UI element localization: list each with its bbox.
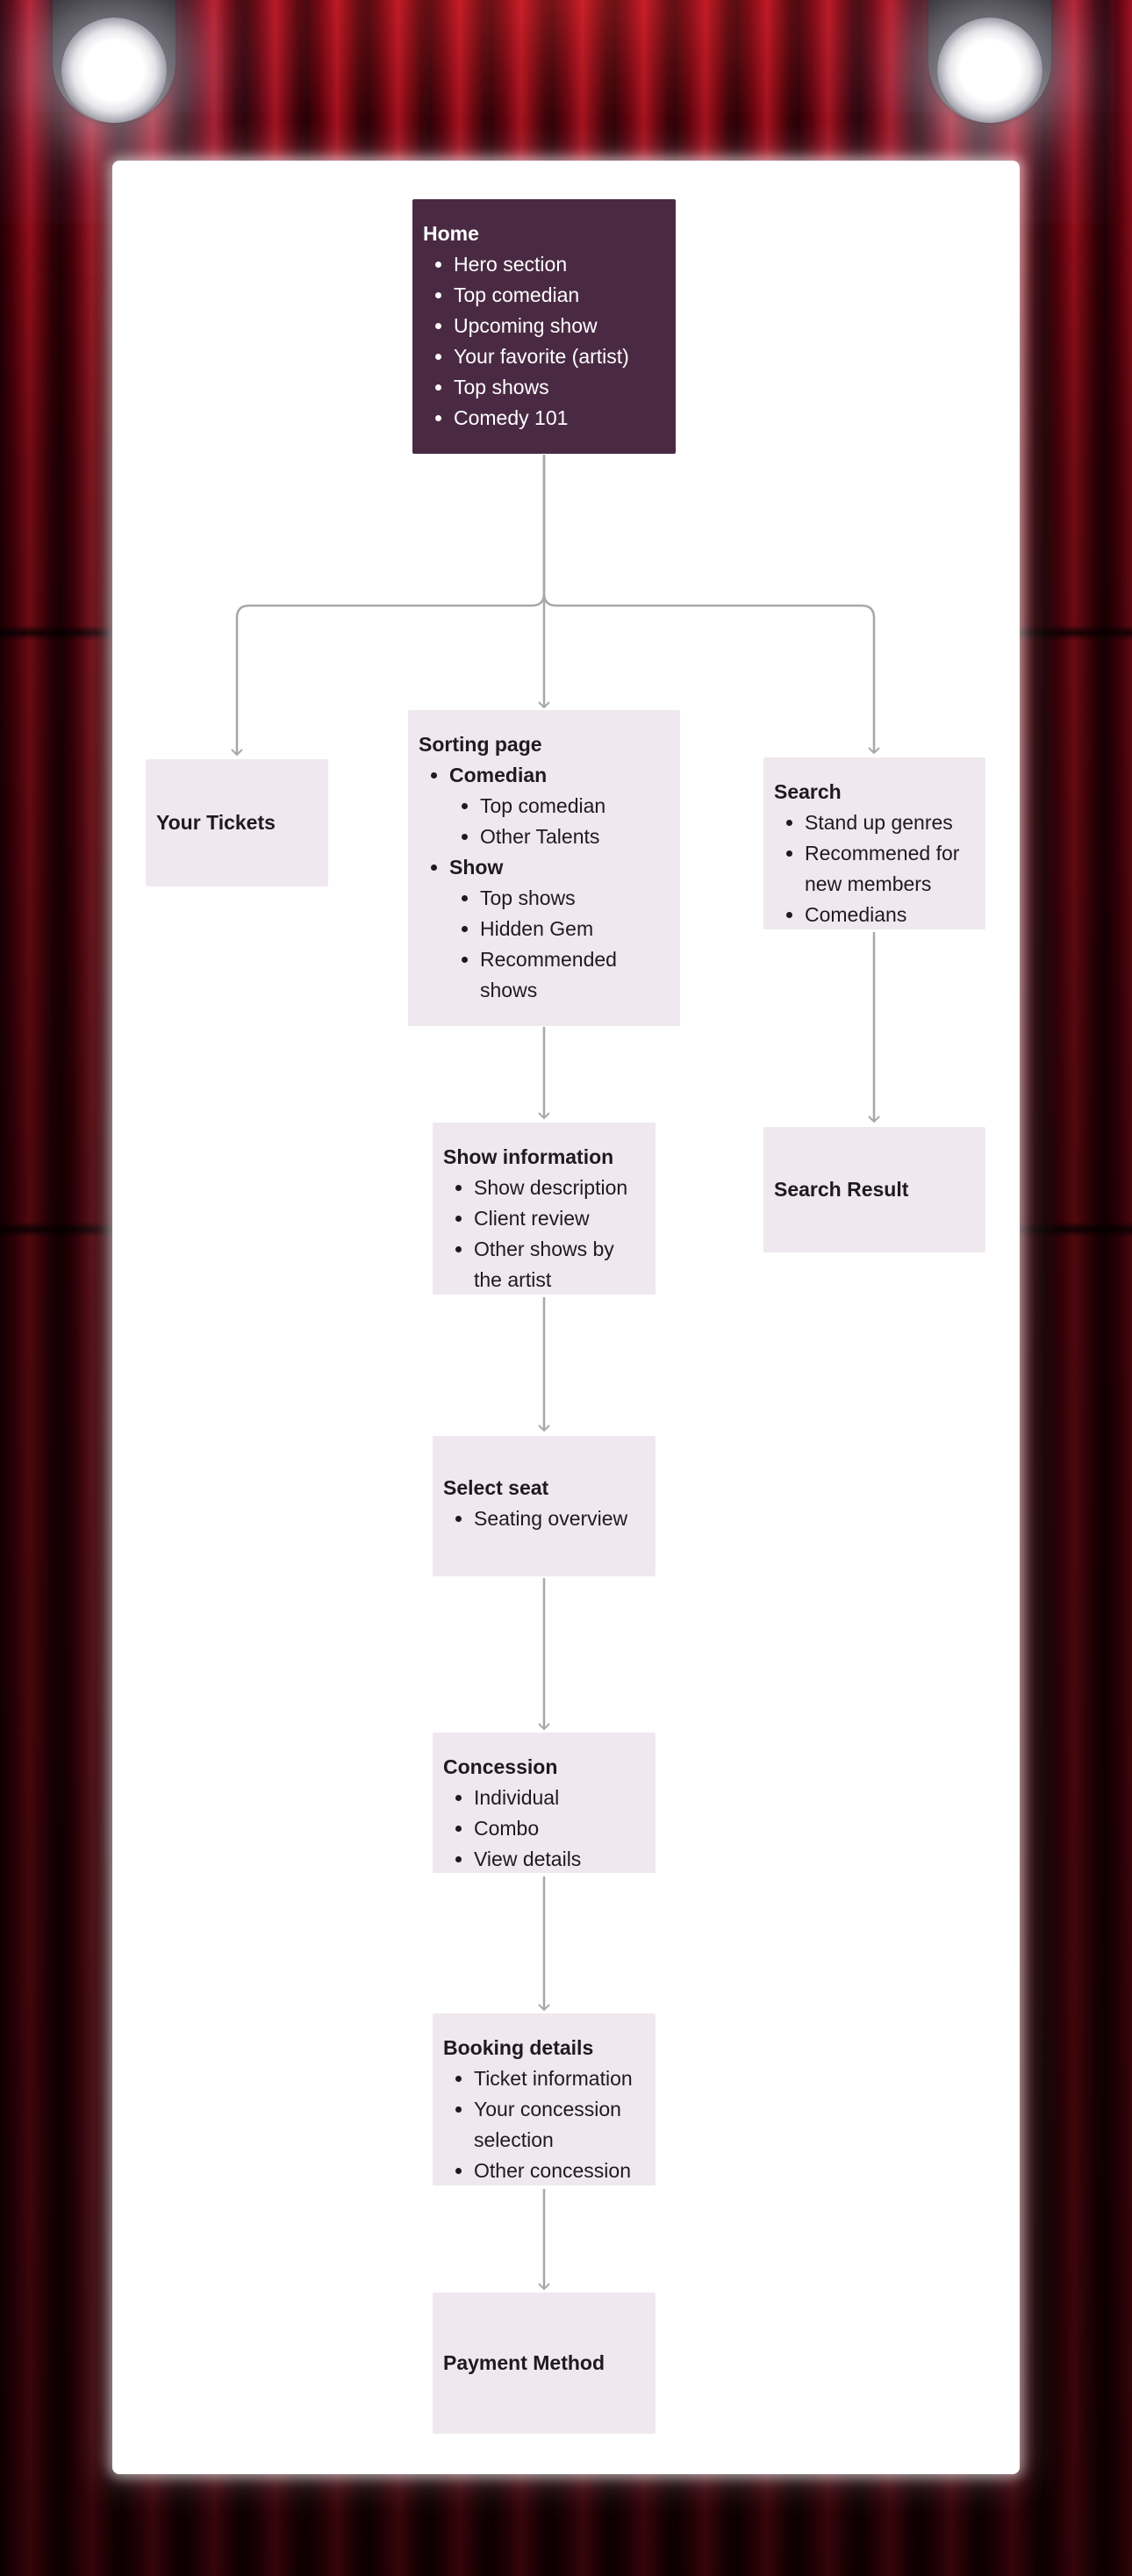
list-item: Other shows by the artist — [474, 1234, 643, 1295]
node-your-tickets: Your Tickets — [146, 759, 328, 886]
list-item: Client review — [474, 1203, 643, 1234]
node-item-list: Top shows Hidden Gem Recommended shows — [449, 883, 668, 1006]
list-item: Other Talents — [480, 822, 668, 852]
node-title: Sorting page — [419, 733, 542, 756]
list-item: Combo — [474, 1813, 643, 1844]
node-select-seat: Select seat Seating overview — [433, 1436, 656, 1576]
list-item: Recommened for new members — [805, 838, 973, 900]
spotlight-right-icon — [920, 0, 1060, 140]
list-item: Top shows — [454, 372, 663, 403]
group-item-comedian: Comedian Top comedian Other Talents — [449, 760, 668, 852]
node-sorting-page: Sorting page Comedian Top comedian Other… — [408, 710, 680, 1026]
node-title: Home — [423, 222, 479, 245]
group-label: Comedian — [449, 764, 548, 786]
spotlight-left-icon — [44, 0, 184, 140]
node-title: Booking details — [443, 2036, 594, 2059]
list-item: Upcoming show — [454, 311, 663, 341]
list-item: Seating overview — [474, 1503, 643, 1534]
list-item: Hidden Gem — [480, 914, 668, 944]
node-search-result: Search Result — [763, 1127, 985, 1252]
node-title: Search Result — [774, 1178, 909, 1201]
node-item-list: Top comedian Other Talents — [449, 791, 668, 852]
node-title: Select seat — [443, 1476, 549, 1499]
list-item: Recommended shows — [480, 944, 668, 1006]
node-item-list: Individual Combo View details — [443, 1783, 643, 1875]
node-booking-details: Booking details Ticket information Your … — [433, 2013, 656, 2185]
node-group-list: Comedian Top comedian Other Talents Show… — [419, 760, 668, 1006]
group-item-show: Show Top shows Hidden Gem Recommended sh… — [449, 852, 668, 1006]
node-show-information: Show information Show description Client… — [433, 1123, 656, 1295]
node-home: Home Hero section Top comedian Upcoming … — [412, 199, 676, 454]
node-item-list: Hero section Top comedian Upcoming show … — [423, 249, 663, 434]
node-item-list: Stand up genres Recommened for new membe… — [774, 807, 973, 930]
node-payment-method: Payment Method — [433, 2293, 656, 2434]
node-search: Search Stand up genres Recommened for ne… — [763, 757, 985, 929]
list-item: Top shows — [480, 883, 668, 914]
list-item: Show description — [474, 1173, 643, 1203]
list-item: Comedy 101 — [454, 403, 663, 434]
node-title: Your Tickets — [156, 811, 276, 834]
list-item: Top comedian — [454, 280, 663, 311]
list-item: Your concession selection — [474, 2094, 643, 2156]
list-item: Individual — [474, 1783, 643, 1813]
node-title: Show information — [443, 1145, 614, 1168]
node-title: Search — [774, 780, 842, 803]
list-item: View details — [474, 1844, 643, 1875]
edge-home-search — [542, 592, 880, 755]
node-title: Concession — [443, 1755, 558, 1778]
list-item: Comedians — [805, 900, 973, 930]
group-label: Show — [449, 856, 504, 879]
list-item: Hero section — [454, 249, 663, 280]
node-item-list: Seating overview — [443, 1503, 643, 1534]
node-title: Payment Method — [443, 2351, 605, 2374]
node-concession: Concession Individual Combo View details — [433, 1733, 656, 1873]
node-item-list: Ticket information Your concession selec… — [443, 2063, 643, 2186]
list-item: Stand up genres — [805, 807, 973, 838]
list-item: Ticket information — [474, 2063, 643, 2094]
list-item: Your favorite (artist) — [454, 341, 663, 372]
node-item-list: Show description Client review Other sho… — [443, 1173, 643, 1295]
list-item: Top comedian — [480, 791, 668, 822]
list-item: Other concession — [474, 2156, 643, 2186]
